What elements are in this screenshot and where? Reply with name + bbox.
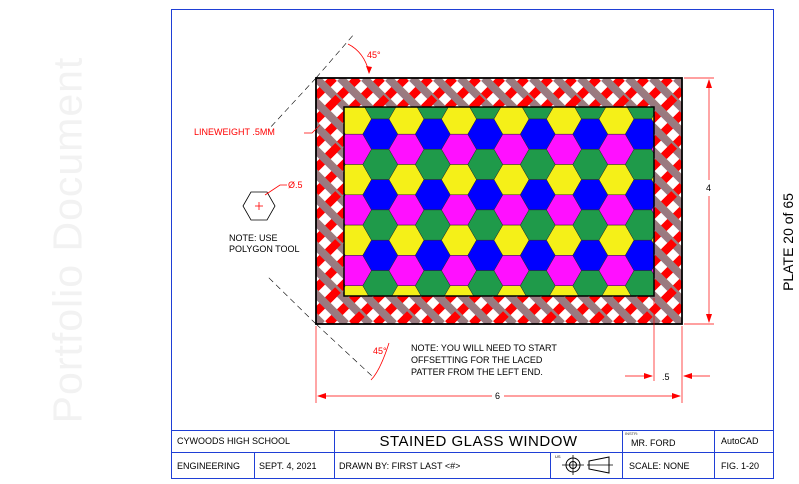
construction-line bbox=[267, 77, 317, 131]
gold-strap bbox=[724, 78, 799, 324]
gold-strap bbox=[625, 78, 682, 324]
title-block: CYWOODS HIGH SCHOOL STAINED GLASS WINDOW… bbox=[171, 430, 774, 479]
glass-hexagon bbox=[678, 362, 713, 392]
angle-arc-top bbox=[347, 43, 370, 73]
glass-hexagon bbox=[625, 331, 660, 361]
arrowhead bbox=[317, 393, 326, 399]
third-angle-projection-icon bbox=[562, 455, 613, 475]
border-dimension-label: .5 bbox=[662, 372, 670, 382]
note-polygon-line1: NOTE: USE bbox=[229, 233, 278, 243]
note-offset-line3: PATTER FROM THE LEFT END. bbox=[411, 367, 543, 377]
drawing-sheet bbox=[171, 9, 774, 479]
glass-hexagon bbox=[573, 362, 608, 392]
note-offset-line1: NOTE: YOU WILL NEED TO START bbox=[411, 343, 557, 353]
instructor-name: MR. FORD bbox=[631, 438, 676, 448]
glass-hexagon bbox=[599, 346, 634, 376]
lineweight-leader bbox=[304, 124, 321, 134]
red-strap bbox=[637, 78, 682, 324]
instructor-cell: INSTR: MR. FORD bbox=[623, 430, 715, 452]
glass-hexagon bbox=[573, 331, 608, 361]
angle-top-label: 45° bbox=[367, 50, 381, 60]
arrowhead bbox=[672, 393, 681, 399]
software-name: AutoCAD bbox=[721, 436, 759, 446]
red-strap bbox=[661, 78, 682, 324]
gold-strap bbox=[700, 78, 799, 324]
construction-line bbox=[315, 323, 373, 377]
note-polygon-line2: POLYGON TOOL bbox=[229, 244, 300, 254]
red-strap-over bbox=[688, 78, 799, 324]
construction-line bbox=[315, 32, 356, 79]
drawing-title: STAINED GLASS WINDOW bbox=[335, 430, 623, 452]
width-dimension bbox=[315, 298, 710, 403]
red-strap bbox=[316, 78, 361, 324]
angle-bottom-label: 45° bbox=[373, 346, 387, 356]
glass-hexagon bbox=[704, 346, 739, 376]
glass-hexagon bbox=[678, 210, 713, 240]
red-strap bbox=[613, 78, 682, 324]
arrowhead bbox=[683, 373, 692, 379]
construction-line bbox=[267, 276, 317, 325]
red-strap bbox=[712, 78, 799, 324]
red-strap-over bbox=[541, 78, 682, 324]
instructor-caption: INSTR: bbox=[625, 431, 639, 436]
hexagon-field bbox=[310, 89, 739, 392]
gold-strap bbox=[316, 78, 349, 324]
gold-strap bbox=[316, 78, 325, 324]
glass-hexagon bbox=[678, 240, 713, 270]
glass-hexagon bbox=[678, 331, 713, 361]
glass-hexagon bbox=[310, 362, 345, 392]
glass-hexagon bbox=[678, 89, 713, 119]
red-strap bbox=[688, 78, 799, 324]
diameter-label: Ø.5 bbox=[288, 180, 303, 190]
title-block-border bbox=[171, 430, 774, 431]
outer-frame bbox=[315, 77, 683, 325]
example-hexagon bbox=[242, 191, 276, 221]
red-strap bbox=[16, 78, 262, 324]
gold-strap bbox=[52, 78, 298, 324]
school-name: CYWOODS HIGH SCHOOL bbox=[171, 430, 335, 452]
construction-lines bbox=[267, 32, 373, 377]
drawing-date: SEPT. 4, 2021 bbox=[255, 452, 335, 479]
note-offset-line2: OFFSETTING FOR THE LACED bbox=[411, 355, 543, 365]
red-strap bbox=[40, 78, 286, 324]
department: ENGINEERING bbox=[171, 452, 255, 479]
arrowhead bbox=[706, 314, 712, 323]
glass-hexagon bbox=[625, 362, 660, 392]
angle-arc-bottom bbox=[370, 342, 390, 381]
arrowhead bbox=[644, 373, 653, 379]
red-strap bbox=[64, 78, 310, 324]
height-dimension bbox=[684, 77, 714, 325]
inner-frame bbox=[343, 106, 655, 297]
red-strap-over bbox=[64, 78, 310, 324]
glass-hexagon bbox=[678, 271, 713, 301]
gold-strap bbox=[28, 78, 274, 324]
red-strap-over bbox=[16, 78, 262, 324]
diameter-leader bbox=[264, 184, 287, 196]
drawn-by: DRAWN BY: FIRST LAST <#> bbox=[335, 452, 551, 479]
glass-hexagon bbox=[678, 119, 713, 149]
us-caption: US bbox=[555, 454, 561, 459]
width-dimension-label: 6 bbox=[495, 391, 500, 401]
glass-hexagon bbox=[678, 149, 713, 179]
arrowhead bbox=[366, 66, 372, 74]
scale: SCALE: NONE bbox=[623, 452, 715, 479]
title-block-divider bbox=[171, 452, 774, 453]
glass-hexagon bbox=[337, 346, 372, 376]
arrowhead bbox=[706, 79, 712, 88]
red-strap bbox=[316, 78, 337, 324]
red-strap bbox=[316, 78, 385, 324]
gold-strap bbox=[673, 78, 682, 324]
gold-strap bbox=[316, 78, 373, 324]
figure-number: FIG. 1-20 bbox=[721, 460, 760, 471]
projection-symbol-cell: US bbox=[551, 452, 623, 479]
red-strap-over bbox=[316, 78, 457, 324]
lineweight-label: LINEWEIGHT .5MM bbox=[194, 127, 275, 137]
height-dimension-label: 4 bbox=[706, 183, 711, 193]
